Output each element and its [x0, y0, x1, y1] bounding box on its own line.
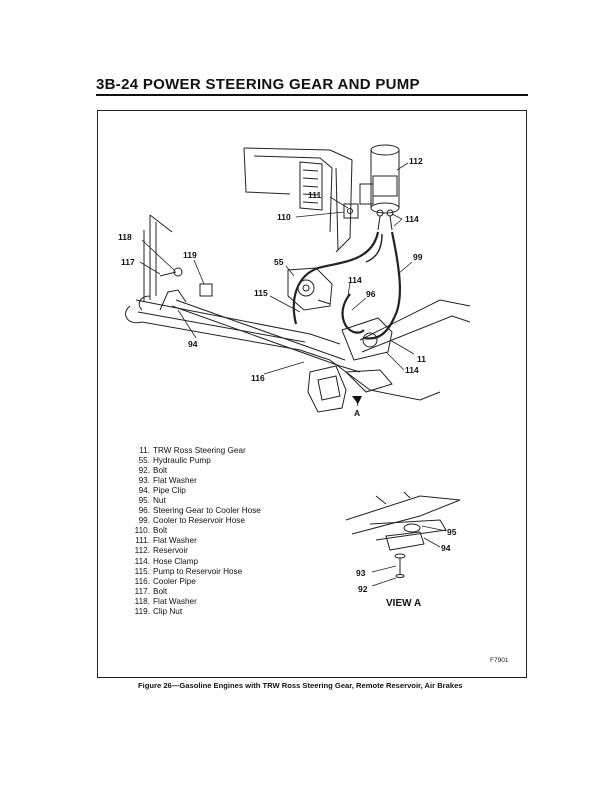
- legend-item: 95.Nut: [138, 496, 166, 506]
- frame-and-cooler-pipe-illustration: [125, 289, 471, 401]
- hydraulic-pump-illustration: [287, 267, 333, 311]
- legend-item: 119.Clip Nut: [134, 606, 183, 616]
- callout-114-reservoir: 114: [405, 214, 419, 224]
- reservoir-illustration: [343, 144, 400, 231]
- callout-110: 110: [277, 212, 291, 222]
- legend-item: 96.Steering Gear to Cooler Hose: [138, 506, 261, 516]
- view-a-label: VIEW A: [386, 598, 421, 609]
- page-header-title: 3B-24 POWER STEERING GEAR AND PUMP: [96, 76, 420, 93]
- legend-item: 93.Flat Washer: [138, 476, 197, 486]
- callout-112: 112: [409, 156, 423, 166]
- view-a-callout-95: 95: [447, 527, 457, 537]
- clip-and-bolt-illustration: [159, 267, 213, 297]
- callout-114-gear: 114: [405, 365, 419, 375]
- parts-legend: 11.TRW Ross Steering Gear 55.Hydraulic P…: [126, 446, 316, 617]
- callout-118: 118: [118, 232, 132, 242]
- legend-item: 114.Hose Clamp: [134, 556, 199, 566]
- callout-11: 11: [417, 354, 426, 364]
- steering-gear-illustration: [307, 317, 393, 413]
- legend-item: 112.Reservoir: [134, 546, 189, 556]
- legend-item: 11.TRW Ross Steering Gear: [139, 446, 246, 455]
- legend-item: 55.Hydraulic Pump: [138, 456, 211, 466]
- legend-item: 99.Cooler to Reservoir Hose: [138, 516, 245, 526]
- view-a-callout-92: 92: [358, 584, 368, 594]
- hoses-illustration: [292, 231, 402, 340]
- view-a-illustration: [345, 491, 461, 578]
- legend-item: 116.Cooler Pipe: [134, 576, 196, 586]
- view-a-leader-lines: [371, 525, 447, 587]
- legend-item: 92.Bolt: [138, 466, 168, 476]
- figure-frame: [97, 110, 527, 678]
- leader-lines: [139, 162, 415, 407]
- figure-caption: Figure 26—Gasoline Engines with TRW Ross…: [138, 681, 463, 690]
- callout-119: 119: [183, 250, 197, 260]
- callout-117: 117: [121, 257, 135, 267]
- legend-item: 117.Bolt: [134, 586, 168, 596]
- legend-item: 94.Pipe Clip: [138, 486, 186, 496]
- view-a-callout-93: 93: [356, 568, 366, 578]
- callout-99: 99: [413, 252, 423, 262]
- callout-116: 116: [251, 373, 265, 383]
- header-rule: [96, 94, 528, 96]
- figure-id: F7901: [490, 657, 509, 664]
- callout-114-pump: 114: [348, 275, 362, 285]
- callout-111: 111: [308, 190, 322, 200]
- callout-a: A: [354, 408, 360, 418]
- radiator-support-illustration: [143, 147, 353, 302]
- legend-item: 115.Pump to Reservoir Hose: [134, 566, 243, 576]
- legend-item: 111.Flat Washer: [135, 536, 197, 546]
- callout-94: 94: [188, 339, 198, 349]
- callout-55: 55: [274, 257, 284, 267]
- legend-item: 110.Bolt: [134, 526, 168, 536]
- callout-115: 115: [254, 288, 268, 298]
- callout-96: 96: [366, 289, 376, 299]
- view-a-arrow-icon: [352, 396, 362, 404]
- legend-item: 118.Flat Washer: [134, 596, 197, 606]
- view-a-callout-94: 94: [441, 543, 451, 553]
